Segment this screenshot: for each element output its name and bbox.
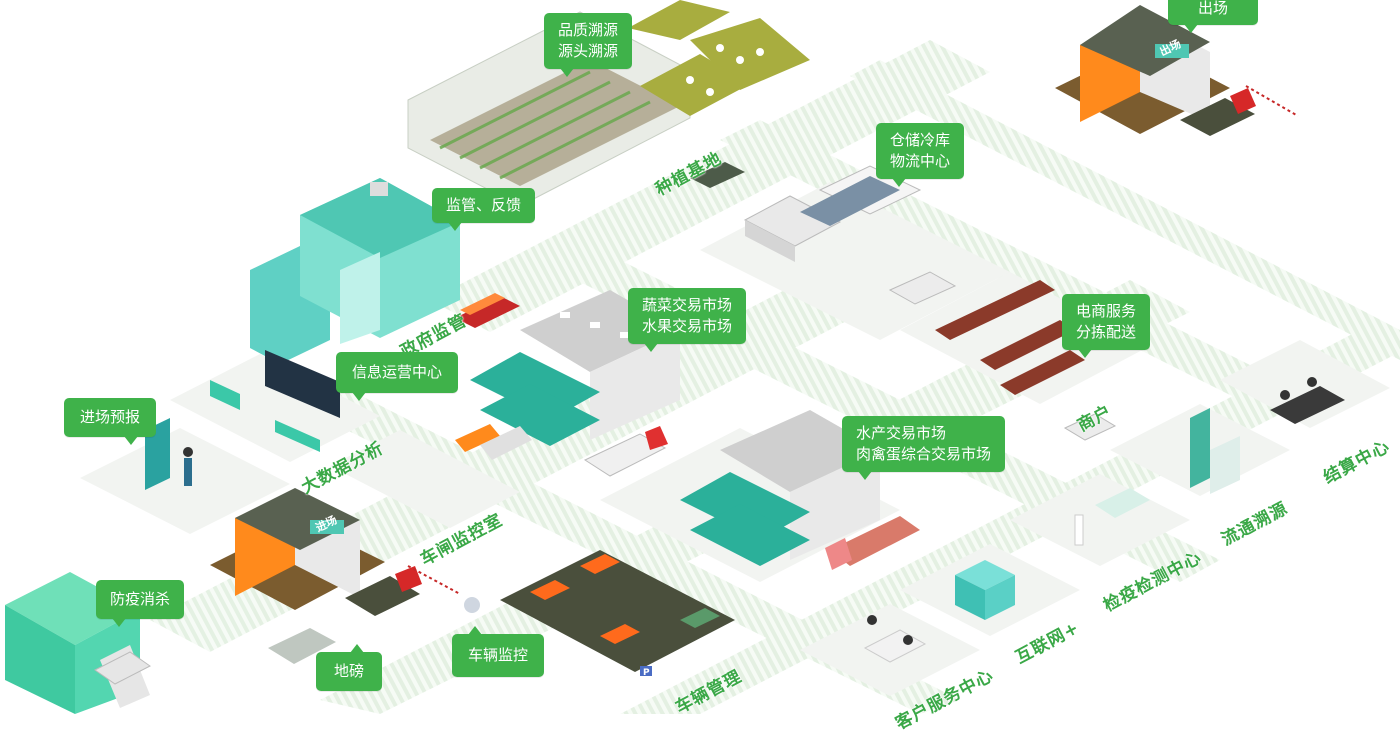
callout-supervision-text: 监管、反馈 [446, 196, 522, 214]
truck-white-2 [888, 271, 957, 305]
customer-service-desk [863, 615, 927, 663]
truck-green-3 [690, 162, 745, 188]
gate-barriers [407, 85, 1299, 595]
callout-storage-line1: 仓储冷库 [890, 131, 951, 149]
callout-ecommerce-line1: 电商服务 [1076, 302, 1137, 320]
callout-quality-trace: 品质溯源 源头溯源 [544, 13, 633, 77]
callout-weighbridge: 地磅 [316, 644, 383, 691]
callout-pre-report-text: 进场预报 [80, 408, 141, 426]
inspection-lab [1074, 488, 1150, 546]
truck-red-1 [455, 293, 520, 328]
callout-aquatic-market-line2: 肉禽蛋综合交易市场 [856, 445, 992, 463]
callout-aquatic-market: 水产交易市场 肉禽蛋综合交易市场 [842, 416, 1006, 480]
callout-vehicle-monitor-text: 车辆监控 [468, 646, 529, 664]
callout-exit: 出场 [1168, 0, 1259, 33]
callout-veg-market-line2: 水果交易市场 [642, 317, 733, 335]
truck-orange-1 [455, 424, 532, 460]
settlement-desk [1270, 377, 1345, 424]
entry-booth [210, 488, 385, 610]
truck-gray [268, 628, 336, 664]
callout-pre-report: 进场预报 [64, 398, 157, 445]
pasture [628, 0, 810, 116]
truck-white-3 [1063, 413, 1117, 441]
callout-supervision: 监管、反馈 [432, 188, 536, 231]
truck-green-2 [1180, 88, 1256, 136]
callout-weighbridge-text: 地磅 [334, 662, 365, 680]
circulation-kiosk [1190, 408, 1240, 494]
internet-plus-server [955, 560, 1015, 620]
aquatic-market-building [680, 410, 880, 566]
callout-storage: 仓储冷库 物流中心 [876, 123, 965, 187]
truck-pink [825, 516, 920, 570]
callout-veg-market-line1: 蔬菜交易市场 [642, 296, 733, 314]
parking-sign-text: P [643, 668, 650, 678]
truck-small-disinfect [94, 651, 151, 685]
callout-quality-trace-line2: 源头溯源 [558, 42, 619, 60]
callout-disinfect: 防疫消杀 [96, 580, 185, 627]
callout-ecommerce-line2: 分拣配送 [1076, 323, 1137, 341]
callout-disinfect-text: 防疫消杀 [110, 590, 171, 608]
trucks [94, 88, 1256, 685]
parking-lot [500, 550, 735, 676]
callout-info-center: 信息运营中心 [336, 352, 459, 401]
exit-booth [1055, 5, 1230, 134]
government-building [250, 178, 460, 364]
info-center-screens [210, 350, 340, 452]
callout-aquatic-market-line1: 水产交易市场 [856, 424, 947, 442]
callout-quality-trace-line1: 品质溯源 [558, 21, 619, 39]
callout-veg-market: 蔬菜交易市场 水果交易市场 [628, 288, 747, 352]
truck-green-1 [345, 566, 422, 616]
callout-vehicle-monitor: 车辆监控 [452, 626, 545, 677]
ecommerce-sorting-line [935, 280, 1085, 395]
truck-white-1 [583, 426, 668, 477]
camera-dome [464, 597, 480, 613]
callout-ecommerce: 电商服务 分拣配送 [1062, 294, 1151, 358]
callout-info-center-text: 信息运营中心 [352, 363, 443, 381]
callout-exit-text: 出场 [1198, 0, 1229, 17]
callout-storage-line2: 物流中心 [890, 152, 951, 170]
